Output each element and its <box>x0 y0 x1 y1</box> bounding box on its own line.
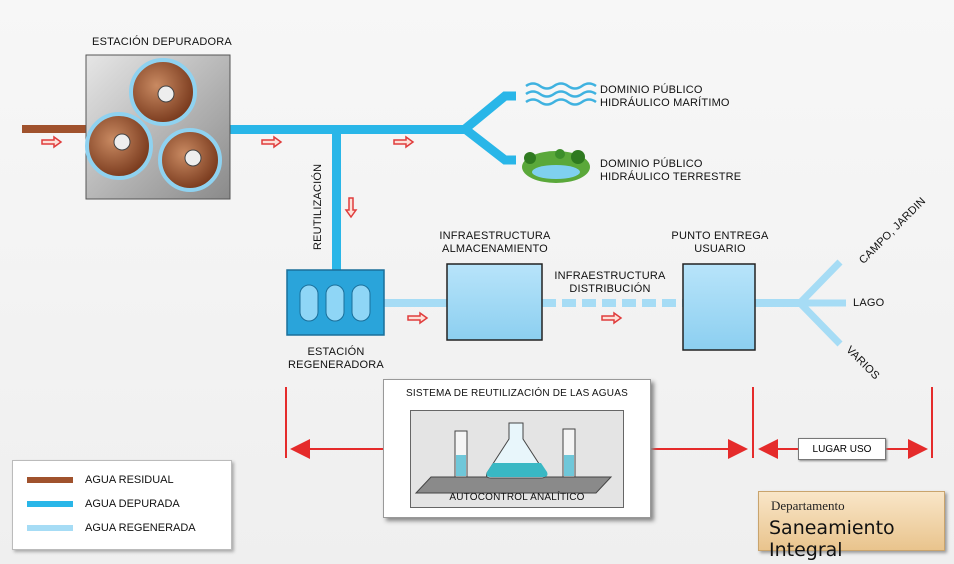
tank-1 <box>129 58 197 126</box>
label-infra-distribucion-2: DISTRIBUCIÓN <box>569 283 651 295</box>
legend-swatch-depurada <box>27 501 73 507</box>
lab-equipment-icon <box>414 422 613 494</box>
depurada-main-pipe <box>230 125 470 134</box>
legend-swatch-residual <box>27 477 73 483</box>
autocontrol-caption: AUTOCONTROL ANALÍTICO <box>449 492 585 503</box>
label-infra-distribucion-1: INFRAESTRUCTURA <box>554 270 666 282</box>
department-logo: Departamento Saneamiento Integral <box>758 491 945 561</box>
tank-3 <box>158 128 222 192</box>
label-estacion-regeneradora-1: ESTACIÓN <box>307 346 365 358</box>
label-lago: LAGO <box>853 297 885 309</box>
label-infra-almacenamiento-2: ALMACENAMIENTO <box>442 243 548 255</box>
regenerada-branch-campo <box>797 259 843 306</box>
logo-department: Departamento <box>771 498 845 513</box>
legend-item-residual: AGUA RESIDUAL <box>27 471 174 489</box>
lab-scene: AUTOCONTROL ANALÍTICO <box>410 410 624 508</box>
maritime-waves-icon <box>525 82 597 106</box>
system-extent-markers <box>285 387 933 459</box>
label-reutilizacion: REUTILIZACIÓN <box>312 163 324 250</box>
label-dominio-terrestre-2: HIDRÁULICO TERRESTRE <box>600 171 742 183</box>
legend-item-depurada: AGUA DEPURADA <box>27 495 180 513</box>
label-infra-almacenamiento-1: INFRAESTRUCTURA <box>439 230 551 242</box>
label-estacion-regeneradora-2: REGENERADORA <box>288 359 384 371</box>
legend-label-residual: AGUA RESIDUAL <box>85 474 174 486</box>
punto-entrega-box <box>682 263 756 351</box>
flow-arrow-down <box>344 197 358 219</box>
regen-cylinder-3 <box>351 284 371 322</box>
legend: AGUA RESIDUAL AGUA DEPURADA AGUA REGENER… <box>12 460 232 550</box>
sistema-reutilizacion-box: SISTEMA DE REUTILIZACIÓN DE LAS AGUAS AU… <box>383 379 651 518</box>
flow-arrow-inlet <box>41 135 63 149</box>
logo-name: Saneamiento Integral <box>769 517 895 561</box>
infra-almacenamiento-box <box>446 263 543 341</box>
reutilizacion-pipe <box>332 130 341 270</box>
label-punto-entrega-2: USUARIO <box>694 243 746 255</box>
flow-arrow-dist <box>601 311 623 325</box>
legend-label-depurada: AGUA DEPURADA <box>85 498 180 510</box>
flow-arrow-depurada <box>261 135 283 149</box>
label-dominio-terrestre-1: DOMINIO PÚBLICO <box>600 158 703 170</box>
regen-cylinder-2 <box>325 284 345 322</box>
lugar-uso-box: LUGAR USO <box>798 438 886 460</box>
depurada-branch-down <box>462 125 516 165</box>
label-dominio-maritimo-2: HIDRÁULICO MARÍTIMO <box>600 97 730 109</box>
legend-label-regenerada: AGUA REGENERADA <box>85 522 196 534</box>
regen-cylinder-1 <box>299 284 319 322</box>
regenerada-branch-varios <box>797 300 843 347</box>
regenerada-pipe-out <box>755 299 803 307</box>
tank-2 <box>85 112 153 180</box>
label-estacion-depuradora: ESTACIÓN DEPURADORA <box>92 36 232 48</box>
legend-item-regenerada: AGUA REGENERADA <box>27 519 196 537</box>
flow-arrow-regen <box>407 311 429 325</box>
regenerada-pipe-1 <box>384 299 448 307</box>
legend-swatch-regenerada <box>27 525 73 531</box>
label-dominio-maritimo-1: DOMINIO PÚBLICO <box>600 84 703 96</box>
terrestrial-landscape-icon <box>522 149 590 183</box>
flow-arrows <box>41 135 623 325</box>
flow-arrow-dominio <box>393 135 415 149</box>
label-punto-entrega-1: PUNTO ENTREGA <box>671 230 769 242</box>
sistema-reutilizacion-title: SISTEMA DE REUTILIZACIÓN DE LAS AGUAS <box>406 388 628 399</box>
depurada-branch-up <box>462 91 516 133</box>
residual-inlet-pipe <box>22 125 86 133</box>
